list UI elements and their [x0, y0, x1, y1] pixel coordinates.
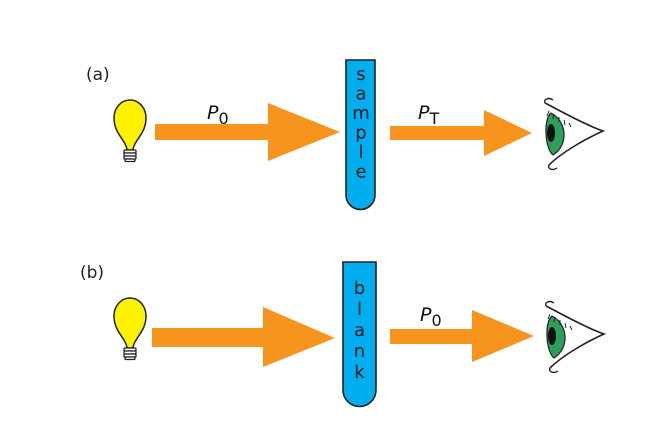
transmitted-beam-arrow: [390, 310, 534, 362]
panel-label-b: (b): [80, 263, 104, 283]
eye-icon: [543, 97, 606, 171]
tube-letter: l: [357, 299, 362, 320]
tube-letter: a: [354, 320, 365, 341]
transmitted-beam-symbol: P: [420, 304, 432, 326]
tube-letter: p: [355, 123, 366, 144]
tube-letter: n: [354, 341, 365, 362]
tube-letter: m: [352, 103, 370, 124]
transmitted-beam-label: P0: [420, 304, 442, 330]
tube-letter: k: [354, 362, 365, 383]
tube-letter: a: [355, 84, 366, 105]
tube-letter: l: [358, 142, 363, 163]
incident-beam-symbol: P: [207, 102, 219, 124]
incident-beam-arrow: [155, 103, 340, 161]
tube-letter: s: [356, 64, 365, 85]
tube-letter: e: [355, 162, 366, 183]
tube-letter: b: [354, 278, 365, 299]
transmitted-beam-subscript: T: [428, 109, 439, 128]
incident-beam-subscript: 0: [218, 109, 228, 128]
transmitted-beam-symbol: P: [418, 102, 430, 124]
blank-tube: [342, 261, 377, 408]
eye-icon: [544, 300, 607, 374]
incident-beam-arrow: [152, 307, 335, 367]
sample-tube: [345, 59, 376, 211]
transmitted-beam-subscript: 0: [431, 311, 441, 330]
transmitted-beam-label: PT: [418, 102, 439, 128]
panel-label-a: (a): [86, 65, 110, 85]
incident-beam-label: P0: [207, 102, 229, 128]
transmitted-beam-arrow: [390, 110, 532, 156]
lightbulb-icon: [113, 99, 147, 163]
lightbulb-icon: [113, 297, 147, 361]
